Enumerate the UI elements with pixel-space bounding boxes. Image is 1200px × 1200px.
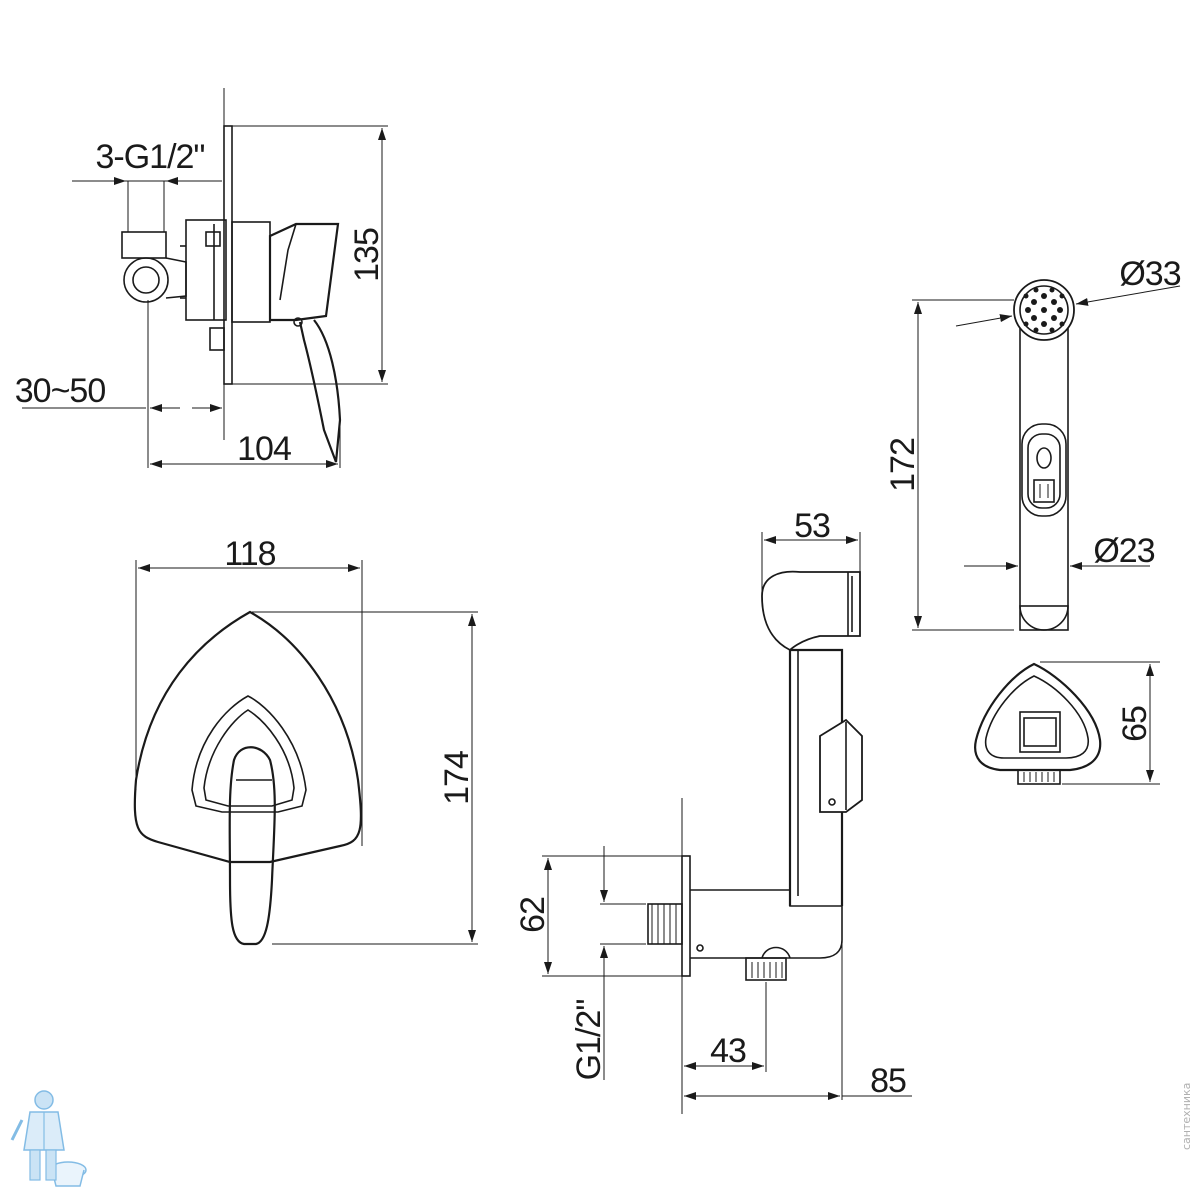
dim-inlet-threads: 3-G1/2" — [95, 138, 204, 176]
watermark-side-text: сантехника — [1180, 1083, 1193, 1150]
elbow-side-view: 53 62 G1/2" 43 85 — [514, 507, 912, 1114]
dim-wall-depth: 30~50 — [15, 372, 106, 410]
dim-outlet-offset: 43 — [710, 1032, 746, 1070]
dim-handle-diameter: Ø23 — [1093, 532, 1154, 570]
dim-head-diameter: Ø33 — [1119, 255, 1180, 293]
dim-holder-height: 65 — [1116, 706, 1154, 742]
plate-front-view: 118 174 — [133, 535, 478, 946]
dim-elbow-height: 62 — [514, 897, 552, 933]
spray-nozzles — [1023, 287, 1065, 333]
plumber-logo — [10, 1090, 87, 1187]
dim-shower-length: 172 — [884, 438, 922, 492]
dim-elbow-depth: 85 — [870, 1062, 906, 1100]
dim-plate-width: 118 — [224, 535, 275, 573]
hand-shower-view: Ø33 Ø23 172 — [884, 255, 1182, 631]
dim-plate-height: 174 — [438, 751, 476, 805]
dim-mixer-height: 135 — [348, 228, 386, 282]
dim-outlet-thread: G1/2" — [570, 1000, 608, 1081]
dim-holder-width: 53 — [794, 507, 830, 545]
holder-top-view: 65 — [974, 661, 1160, 785]
mixer-side-view: 135 3-G1/2" 30~50 104 — [15, 88, 388, 468]
dim-mixer-depth: 104 — [237, 430, 291, 468]
